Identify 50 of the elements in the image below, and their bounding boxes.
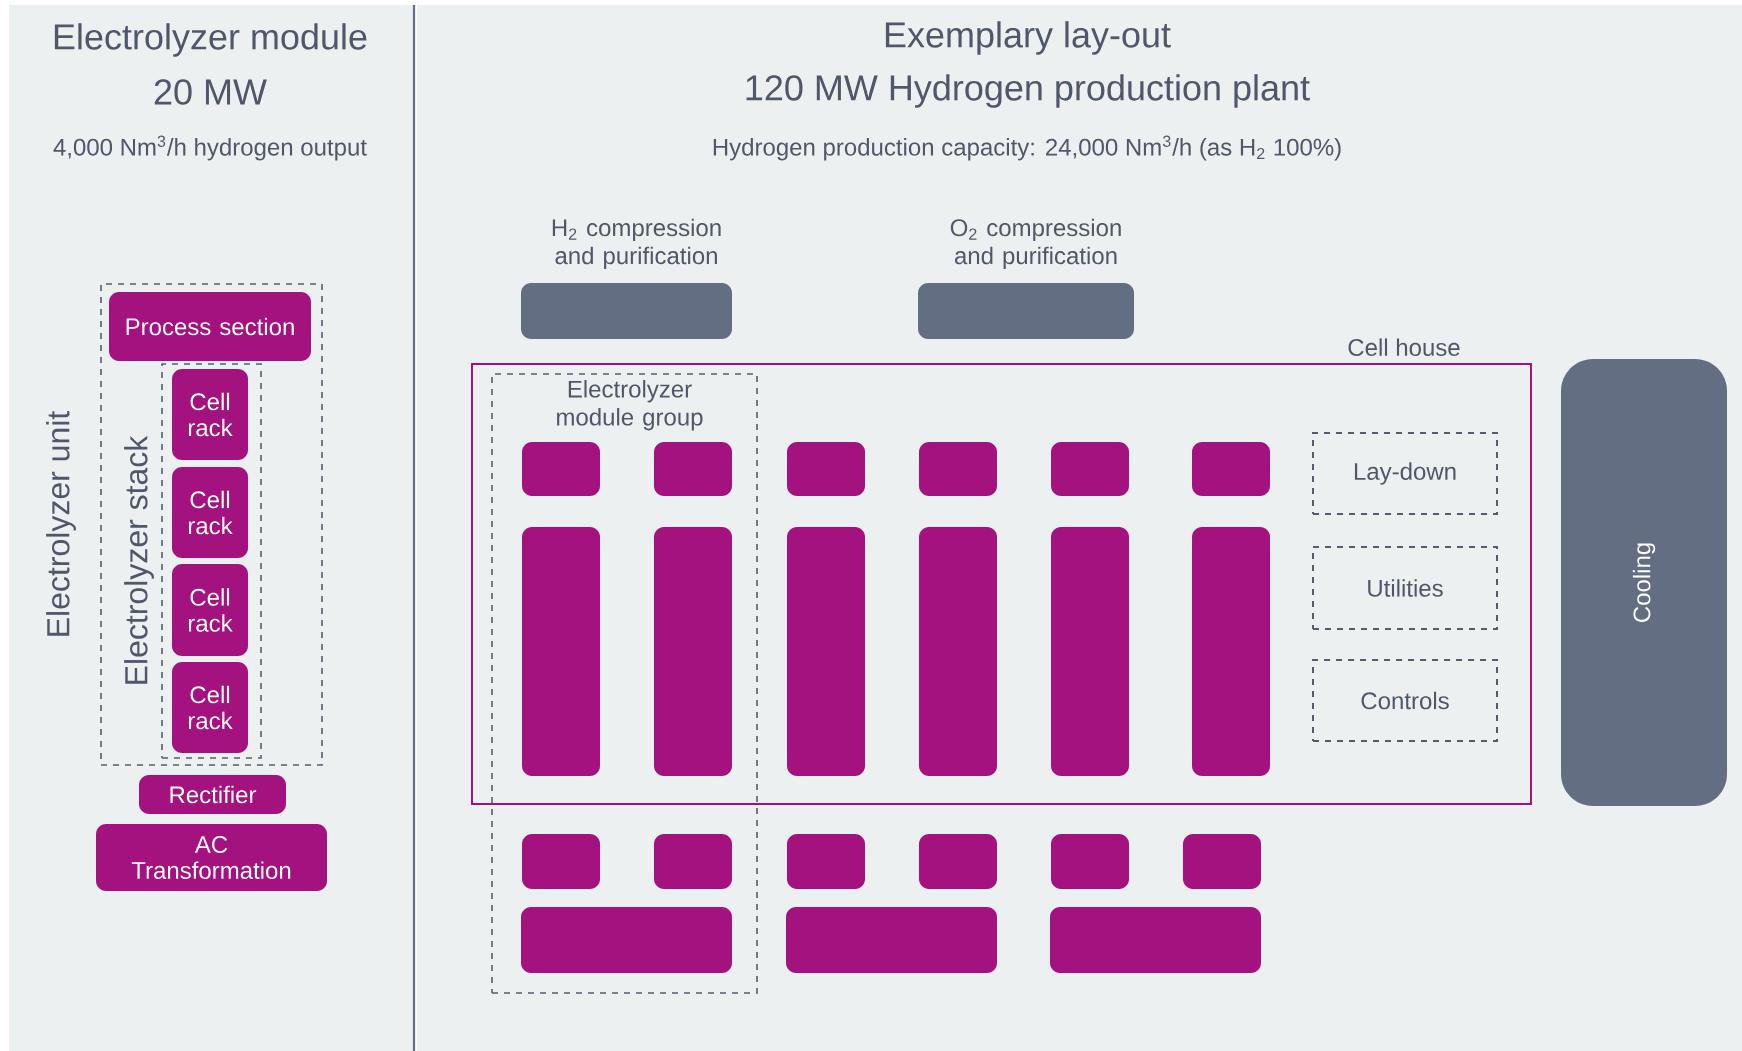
dashed-area: Utilities xyxy=(1312,546,1498,630)
equipment-box xyxy=(919,834,997,889)
subtitle: 4,000 Nm$^{3}$/h hydrogen output xyxy=(53,135,367,161)
dashed-area xyxy=(124,363,262,759)
area-label: Electrolyzer unit xyxy=(46,411,76,636)
building-label: Cell house xyxy=(1348,338,1460,356)
equipment-box xyxy=(1183,834,1261,889)
equipment-box xyxy=(1051,442,1129,496)
equipment-box xyxy=(521,218,732,339)
subtitle: Hydrogen production capacity: 24,000 Nm$^{3}$/h (as H$_{2}$ 100%) xyxy=(713,135,1341,161)
equipment-box xyxy=(1050,907,1261,973)
title: Electrolyzer module xyxy=(54,23,367,57)
equipment-box xyxy=(1192,442,1270,496)
area-label: Electrolyzer stack xyxy=(124,435,154,684)
area-label: Electrolyzer module group xyxy=(557,380,703,431)
equipment-box: Rectifier xyxy=(139,775,286,814)
equipment-box: Cooling xyxy=(1561,359,1727,806)
equipment-box xyxy=(919,442,997,496)
dashed-area: Controls xyxy=(1312,659,1498,742)
equipment-box xyxy=(522,442,600,496)
equipment-box xyxy=(654,834,732,889)
equipment-box xyxy=(654,527,732,776)
equipment-box: Process section xyxy=(109,292,311,361)
dashed-area xyxy=(46,283,323,766)
equipment-box xyxy=(787,834,865,889)
equipment-box: Cell rack xyxy=(172,564,248,656)
equipment-box: Cell rack xyxy=(172,662,248,753)
equipment-label: O$_{2}$ compression and purification xyxy=(950,218,1121,269)
equipment-box: Cell rack xyxy=(172,369,248,460)
equipment-box xyxy=(787,527,865,776)
equipment-box xyxy=(787,442,865,496)
equipment-box xyxy=(786,907,997,973)
equipment-box xyxy=(918,218,1134,339)
building-outline xyxy=(471,338,1532,805)
dashed-area: Lay-down xyxy=(1312,432,1498,515)
equipment-box xyxy=(522,834,600,889)
equipment-box xyxy=(521,907,732,973)
title: 20 MW xyxy=(154,79,267,105)
equipment-box: AC Transformation xyxy=(96,824,327,891)
equipment-box xyxy=(919,527,997,776)
title: Exemplary lay-out xyxy=(885,21,1171,55)
title: 120 MW Hydrogen production plant xyxy=(746,74,1310,108)
equipment-box xyxy=(1192,527,1270,776)
dashed-area xyxy=(491,373,758,994)
equipment-box: Cell rack xyxy=(172,467,248,558)
equipment-box xyxy=(1051,527,1129,776)
equipment-box xyxy=(522,527,600,776)
equipment-box xyxy=(1051,834,1129,889)
equipment-label: H$_{2}$ compression and purification xyxy=(552,218,721,269)
equipment-box xyxy=(654,442,732,496)
